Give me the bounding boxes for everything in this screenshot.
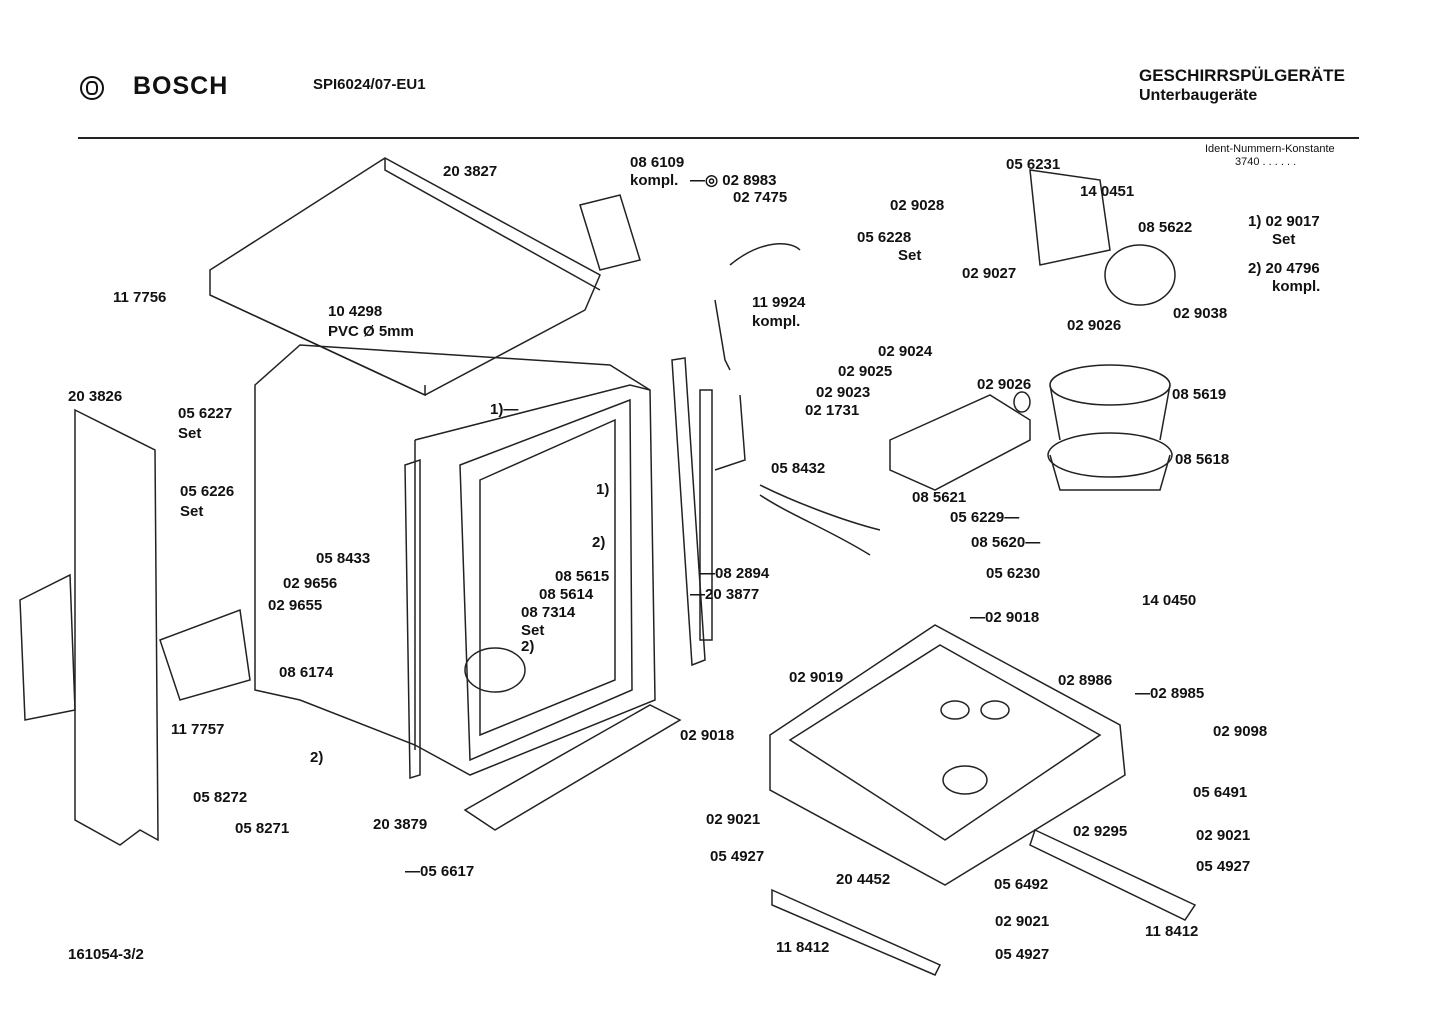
- part-number-label: 2): [592, 534, 606, 551]
- part-number-label: 1)—: [490, 401, 519, 418]
- bosch-logo-icon: [80, 76, 104, 100]
- part-number-label: 02 9027: [962, 265, 1017, 282]
- part-number-label: 05 8272: [193, 789, 248, 806]
- part-number-label: Set: [521, 622, 545, 639]
- part-number-label: 05 6229—: [950, 509, 1020, 526]
- part-number-label: 08 5622: [1138, 219, 1193, 236]
- part-number-label: 08 5619: [1172, 386, 1227, 403]
- part-number-label: 05 4927: [1196, 858, 1251, 875]
- part-number-label: 11 9924: [752, 294, 806, 311]
- part-number-label: 2) 20 4796: [1248, 260, 1320, 277]
- kickplate: [463, 704, 682, 831]
- part-number-label: 10 4298: [328, 303, 383, 320]
- part-number-label: 2): [310, 749, 324, 766]
- part-number-label: 14 0450: [1142, 592, 1197, 609]
- part-number-label: 14 0451: [1080, 183, 1135, 200]
- base-tray: [769, 624, 1126, 886]
- part-number-label: 02 9038: [1173, 305, 1228, 322]
- document-title: GESCHIRRSPÜLGERÄTE: [1139, 66, 1345, 85]
- part-number-label: 05 6227: [178, 405, 233, 422]
- part-number-label: 11 7756: [113, 289, 167, 306]
- document-subtitle: Unterbaugeräte: [1139, 87, 1258, 104]
- part-number-label: 02 9655: [268, 597, 323, 614]
- worktop-cover: [209, 157, 601, 397]
- part-number-label: 05 6491: [1193, 784, 1248, 801]
- part-number-label: 02 9023: [816, 384, 871, 401]
- part-number-label: 05 4927: [710, 848, 765, 865]
- part-number-label: Set: [180, 503, 204, 520]
- hoses: [714, 243, 881, 556]
- part-number-label: 02 9098: [1213, 723, 1268, 740]
- part-number-label: 02 9021: [706, 811, 761, 828]
- door-seal: [404, 357, 713, 780]
- part-number-label: 11 7757: [171, 721, 225, 738]
- part-number-label: 11 8412: [776, 939, 830, 956]
- part-number-label: 08 5614: [539, 586, 594, 603]
- part-number-label: 20 3826: [68, 388, 123, 405]
- drawing-number: 161054-3/2: [68, 946, 144, 963]
- part-number-label: 05 6230: [986, 565, 1041, 582]
- part-number-label: 11 8412: [1145, 923, 1199, 940]
- part-number-label: Set: [898, 247, 922, 264]
- water-softener-block: [889, 391, 1031, 491]
- part-number-label: 2): [521, 638, 535, 655]
- ident-value: 3740 . . . . . .: [1235, 156, 1297, 168]
- ident-label: Ident-Nummern-Konstante: [1205, 143, 1335, 155]
- part-number-label: 05 8271: [235, 820, 290, 837]
- part-number-label: PVC Ø 5mm: [328, 323, 414, 340]
- part-number-label: 08 5615: [555, 568, 610, 585]
- part-number-label: 05 6228: [857, 229, 912, 246]
- part-number-label: 02 7475: [733, 189, 788, 206]
- part-number-label: kompl.: [752, 313, 801, 330]
- part-number-label: 20 3827: [443, 163, 498, 180]
- part-number-label: 05 6231: [1006, 156, 1061, 173]
- part-number-label: 05 6492: [994, 876, 1049, 893]
- part-number-label: Set: [178, 425, 202, 442]
- part-number-label: 05 8432: [771, 460, 826, 477]
- part-number-label: kompl.: [1272, 278, 1321, 295]
- part-number-label: —02 8985: [1135, 685, 1205, 702]
- part-number-label: 02 9021: [1196, 827, 1251, 844]
- part-number-label: 08 6174: [279, 664, 334, 681]
- part-number-label: 02 9656: [283, 575, 338, 592]
- part-number-label: 02 9021: [995, 913, 1050, 930]
- part-number-label: —◎ 02 8983: [690, 172, 777, 189]
- part-number-label: 08 5621: [912, 489, 967, 506]
- cabinet-tub: [254, 344, 656, 776]
- part-number-label: 05 4927: [995, 946, 1050, 963]
- side-panel: [19, 408, 159, 846]
- part-number-label: 08 7314: [521, 604, 576, 621]
- part-number-label: 20 4452: [836, 871, 891, 888]
- part-number-label: 02 9019: [789, 669, 844, 686]
- part-number-label: —20 3877: [690, 586, 760, 603]
- brand-name: BOSCH: [133, 72, 229, 100]
- part-number-label: 02 9295: [1073, 823, 1128, 840]
- part-number-label: 02 9024: [878, 343, 933, 360]
- circulation-pump: [1029, 169, 1176, 491]
- part-number-label: 08 5618: [1175, 451, 1230, 468]
- part-number-label: 02 8986: [1058, 672, 1113, 689]
- part-number-label: 02 9026: [1067, 317, 1122, 334]
- part-number-label: 20 3879: [373, 816, 428, 833]
- part-number-label: Set: [1272, 231, 1296, 248]
- part-number-label: 05 8433: [316, 550, 371, 567]
- part-number-label: 02 9018: [680, 727, 735, 744]
- model-number: SPI6024/07-EU1: [313, 76, 426, 93]
- part-number-label: 1) 02 9017: [1248, 213, 1320, 230]
- part-number-label: kompl.: [630, 172, 679, 189]
- header-divider: [78, 137, 1359, 139]
- part-number-label: 08 6109: [630, 154, 685, 171]
- leveling-feet-rails: [159, 608, 1197, 976]
- container-dispenser: [579, 194, 641, 271]
- part-number-label: 02 9028: [890, 197, 945, 214]
- part-number-label: 02 9026: [977, 376, 1032, 393]
- part-number-label: 02 9025: [838, 363, 893, 380]
- part-number-label: —08 2894: [700, 565, 770, 582]
- part-number-label: 08 5620—: [971, 534, 1041, 551]
- part-number-label: 05 6226: [180, 483, 235, 500]
- part-number-label: —05 6617: [405, 863, 475, 880]
- part-number-label: 02 1731: [805, 402, 860, 419]
- part-number-label: 1): [596, 481, 610, 498]
- part-number-label: —02 9018: [970, 609, 1040, 626]
